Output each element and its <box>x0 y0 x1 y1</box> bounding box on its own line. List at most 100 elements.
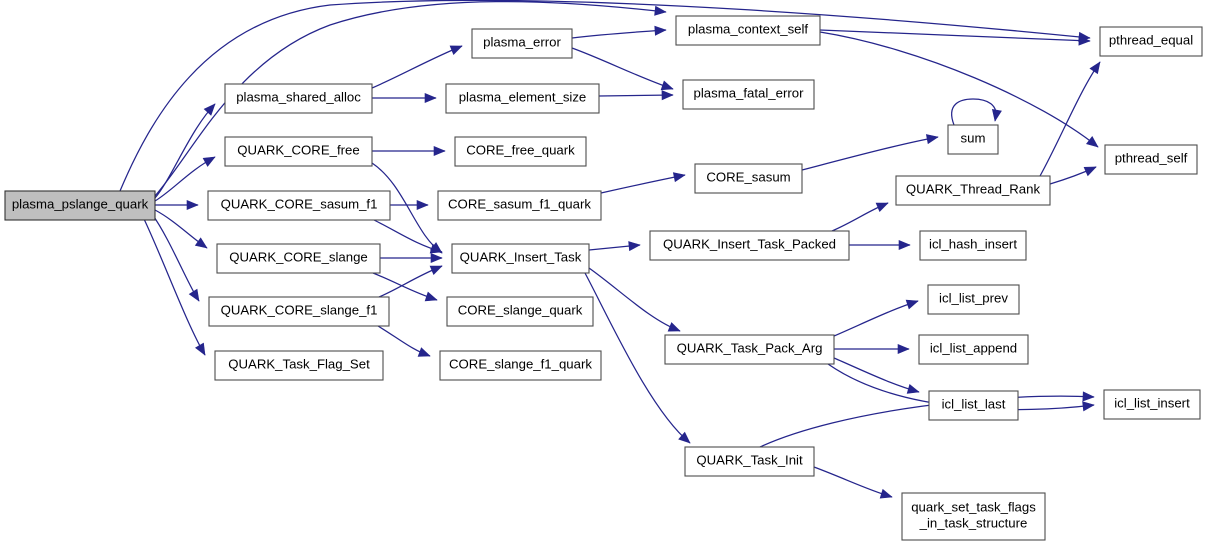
arrow-head-icon <box>417 347 431 357</box>
node-box[interactable] <box>947 124 999 155</box>
node-plasma_element_size[interactable]: plasma_element_size <box>445 83 600 114</box>
node-label: plasma_context_self <box>688 22 809 37</box>
node-box[interactable] <box>451 243 590 274</box>
node-box[interactable] <box>664 334 835 365</box>
node-box[interactable] <box>684 446 815 477</box>
arrow-head-icon <box>1082 391 1095 402</box>
node-icl_list_prev[interactable]: icl_list_prev <box>927 284 1020 315</box>
node-label: icl_hash_insert <box>929 237 1017 252</box>
edge-QUARK_CORE_sasum_f1-to-QUARK_Insert_Task <box>373 219 443 254</box>
node-QUARK_Task_Pack_Arg[interactable]: QUARK_Task_Pack_Arg <box>664 334 835 365</box>
edge-QUARK_Thread_Rank-to-pthread_self <box>1049 166 1097 185</box>
node-label: QUARK_Insert_Task_Packed <box>663 237 836 252</box>
node-box[interactable] <box>208 296 390 327</box>
edge-QUARK_Thread_Rank-to-pthread_equal <box>1039 61 1101 177</box>
arrow-head-icon <box>905 299 919 310</box>
arrow-head-icon <box>925 134 939 145</box>
node-box[interactable] <box>437 190 602 221</box>
node-label: plasma_pslange_quark <box>12 197 149 212</box>
edge-QUARK_CORE_sasum_f1-to-CORE_sasum_f1_quark <box>390 199 429 211</box>
node-box[interactable] <box>919 230 1027 261</box>
node-box[interactable] <box>207 190 391 221</box>
arrow-head-icon <box>433 145 446 157</box>
edge-plasma_pslange_quark-to-plasma_shared_alloc <box>154 103 216 199</box>
edge-QUARK_CORE_free-to-CORE_free_quark <box>372 145 446 157</box>
node-label: quark_set_task_flags_in_task_structure <box>911 500 1036 531</box>
node-box[interactable] <box>224 83 373 114</box>
node-label: pthread_equal <box>1109 33 1193 48</box>
node-QUARK_Task_Flag_Set[interactable]: QUARK_Task_Flag_Set <box>214 350 384 381</box>
arrow-head-icon <box>430 252 443 264</box>
edge-QUARK_CORE_slange_f1-to-QUARK_Insert_Task <box>378 265 443 298</box>
arrow-head-icon <box>667 322 681 332</box>
node-box[interactable] <box>649 230 850 261</box>
node-icl_list_append[interactable]: icl_list_append <box>918 334 1029 365</box>
node-QUARK_Thread_Rank[interactable]: QUARK_Thread_Rank <box>895 175 1051 206</box>
node-icl_list_insert[interactable]: icl_list_insert <box>1103 389 1201 420</box>
node-box[interactable] <box>1103 389 1201 420</box>
node-QUARK_CORE_slange_f1[interactable]: QUARK_CORE_slange_f1 <box>208 296 390 327</box>
node-box[interactable] <box>454 136 587 167</box>
node-plasma_error[interactable]: plasma_error <box>471 28 573 59</box>
node-box[interactable] <box>446 296 594 327</box>
node-CORE_slange_f1_quark[interactable]: CORE_slange_f1_quark <box>439 350 602 381</box>
node-CORE_sasum_f1_quark[interactable]: CORE_sasum_f1_quark <box>437 190 602 221</box>
node-label: QUARK_Thread_Rank <box>906 182 1041 197</box>
node-CORE_slange_quark[interactable]: CORE_slange_quark <box>446 296 594 327</box>
edges-layer <box>119 0 1101 499</box>
node-box[interactable] <box>901 492 1046 541</box>
arrow-head-icon <box>429 265 443 276</box>
node-icl_hash_insert[interactable]: icl_hash_insert <box>919 230 1027 261</box>
node-box[interactable] <box>694 163 803 194</box>
arrow-head-icon <box>429 243 443 254</box>
arrow-head-icon <box>416 199 429 211</box>
node-box[interactable] <box>471 28 573 59</box>
node-plasma_shared_alloc[interactable]: plasma_shared_alloc <box>224 83 373 114</box>
node-QUARK_Insert_Task[interactable]: QUARK_Insert_Task <box>451 243 590 274</box>
node-CORE_sasum[interactable]: CORE_sasum <box>694 163 803 194</box>
arrow-head-icon <box>203 103 216 116</box>
edge-plasma_pslange_quark-to-QUARK_CORE_free <box>154 156 216 202</box>
node-QUARK_CORE_slange[interactable]: QUARK_CORE_slange <box>216 243 381 274</box>
node-QUARK_CORE_sasum_f1[interactable]: QUARK_CORE_sasum_f1 <box>207 190 391 221</box>
node-label: icl_list_insert <box>1114 396 1190 411</box>
node-label: icl_list_prev <box>939 291 1008 306</box>
node-label: QUARK_CORE_free <box>237 143 359 158</box>
node-plasma_fatal_error[interactable]: plasma_fatal_error <box>682 79 815 110</box>
node-plasma_pslange_quark[interactable]: plasma_pslange_quark <box>4 190 156 221</box>
edge-CORE_sasum_f1_quark-to-CORE_sasum <box>600 172 686 194</box>
node-CORE_free_quark[interactable]: CORE_free_quark <box>454 136 587 167</box>
node-box[interactable] <box>918 334 1029 365</box>
node-pthread_equal[interactable]: pthread_equal <box>1099 26 1203 57</box>
node-box[interactable] <box>224 136 373 167</box>
node-box[interactable] <box>214 350 384 381</box>
node-box[interactable] <box>1099 26 1203 57</box>
arrow-head-icon <box>424 92 437 104</box>
node-QUARK_Task_Init[interactable]: QUARK_Task_Init <box>684 446 815 477</box>
edge-QUARK_Insert_Task-to-QUARK_Task_Pack_Arg <box>588 267 681 332</box>
node-box[interactable] <box>445 83 600 114</box>
node-QUARK_CORE_free[interactable]: QUARK_CORE_free <box>224 136 373 167</box>
arrow-head-icon <box>449 45 463 55</box>
arrow-head-icon <box>654 5 667 16</box>
node-box[interactable] <box>4 190 156 221</box>
node-pthread_self[interactable]: pthread_self <box>1104 144 1198 175</box>
node-box[interactable] <box>895 175 1051 206</box>
node-box[interactable] <box>216 243 381 274</box>
node-box[interactable] <box>927 284 1020 315</box>
arrow-head-icon <box>1082 401 1095 412</box>
node-label: plasma_fatal_error <box>694 86 805 101</box>
node-box[interactable] <box>682 79 815 110</box>
node-box[interactable] <box>675 15 821 46</box>
node-box[interactable] <box>439 350 602 381</box>
node-QUARK_Insert_Task_Packed[interactable]: QUARK_Insert_Task_Packed <box>649 230 850 261</box>
node-icl_list_last[interactable]: icl_list_last <box>928 390 1019 421</box>
node-plasma_context_self[interactable]: plasma_context_self <box>675 15 821 46</box>
node-box[interactable] <box>1104 144 1198 175</box>
node-label: QUARK_Task_Pack_Arg <box>677 341 823 356</box>
node-sum[interactable]: sum <box>947 124 999 155</box>
edge-plasma_shared_alloc-to-plasma_error <box>371 45 463 89</box>
node-box[interactable] <box>928 390 1019 421</box>
node-quark_set_task_flags_in_task_structure[interactable]: quark_set_task_flags_in_task_structure <box>901 492 1046 541</box>
edge-QUARK_Task_Pack_Arg-to-icl_list_append <box>834 343 910 355</box>
